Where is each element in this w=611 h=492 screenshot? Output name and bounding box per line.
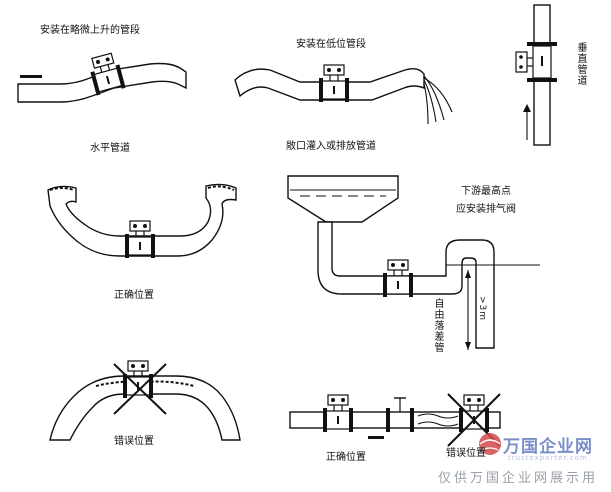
pipe-u-correct [47,183,237,259]
label-wrong-2: 错误位置 [446,448,486,459]
label-downstream-top: 下游最高点 [461,186,511,197]
pipe-slight-rise [17,50,187,103]
label-low-section: 安装在低位管段 [296,39,366,50]
label-correct-1: 正确位置 [114,290,154,301]
label-free-fall: 自由落差管 [432,298,443,353]
label-open-drain: 敞口灌入或排放管道 [286,141,376,152]
label-vertical: 垂直管道 [575,42,586,86]
label-horizontal: 水平管道 [90,143,130,154]
label-correct-2: 正确位置 [326,452,366,463]
label-wrong-1: 错误位置 [114,436,154,447]
tank-with-outlet [287,175,540,350]
pipe-inverted-u-wrong [49,360,241,441]
pipe-low-section [234,64,453,125]
label-slight-rise: 安装在略微上升的管段 [40,25,140,36]
pipe-vertical [515,4,557,146]
watermark-site: trustexporter.com [508,454,588,462]
label-install-vent: 应安装排气阀 [456,204,516,215]
label-gt3m: >3m [477,296,487,322]
watermark-globe-icon [479,433,501,455]
pipe-valve-correct-wrong [289,393,501,447]
watermark-brand: 万国企业网 [503,437,593,457]
watermark-notice: 仅供万国企业网展示用 [438,471,599,486]
